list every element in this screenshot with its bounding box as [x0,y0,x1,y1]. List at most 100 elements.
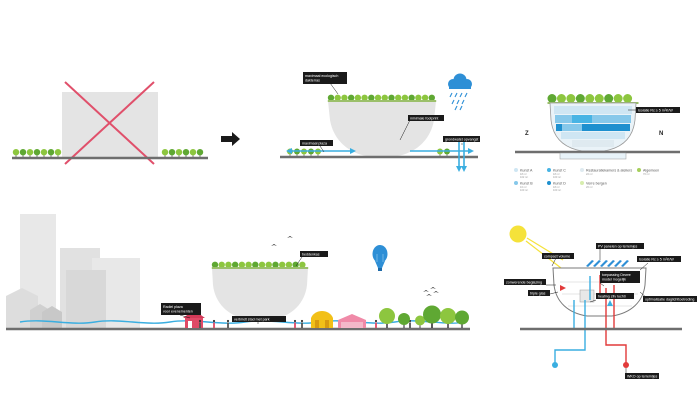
existing-block [62,92,158,158]
legend-swatch [514,168,518,172]
label-wko-text: WKO op terreintjes [627,375,658,379]
cross-stroke-2 [64,81,155,165]
roof-tree [252,261,259,268]
label-passive-solar: toepassing Dewre model mogelijk [599,271,640,287]
legend-sublabel: 26 m² [586,185,593,189]
label-line: dakterras [305,78,320,82]
label-max-eco-roof-text: maximaal ecologisch dakterras [305,74,339,82]
core-unit [579,289,595,303]
person-icon [293,319,297,328]
pv-panel [607,260,615,267]
zone-kunst-c [572,115,592,123]
roof-deck [211,267,309,269]
label-heating-cooling-text: heating zitv luchti [598,295,626,299]
roof-tree [388,94,395,102]
label-passive-solar-text: toepassing Dewre model mogelijk [602,273,632,281]
tree-row-right [161,149,204,157]
label-roof-garden: beddenkas [295,251,328,267]
tree-row-left [12,149,62,157]
tree [168,149,176,157]
tree [161,149,169,157]
people [198,319,412,328]
legend-label: Restauratiekamers & ateliers [586,168,632,172]
label-min-footprint: minimale footprint [399,115,444,141]
basement [559,152,627,160]
label-pv-panels: PV panelen op terreinjes [596,243,644,260]
roof-tree [408,94,415,102]
arrow-right-icon [468,148,474,154]
roof-tree [334,94,341,102]
roof-tree [604,94,614,103]
label-wko: WKO op terreintjes [625,368,659,379]
roof-tree [547,94,557,103]
legend-sublabel: 100 m² [520,188,528,192]
arrow-right-icon [350,148,356,154]
zone-kunst-b [555,115,631,123]
tree [19,149,27,157]
roof-tree [401,94,409,102]
tree [398,313,410,328]
person-icon [300,319,304,328]
roof-tree [368,94,375,102]
legend-sublabel: 22 m² [586,172,593,176]
tree [47,149,55,157]
person-icon [374,319,378,328]
hot-air-balloon-icon [372,245,388,271]
pv-panel [593,260,601,267]
legend-swatch [547,168,551,172]
label-triple-glass: triple glas [528,290,559,296]
legend-swatch [547,181,551,185]
tree [440,308,456,328]
legend-sublabel: 100 m² [553,188,561,192]
legend-label: Kunst C [553,168,566,172]
panel-bowl-concept: maximaal ecologisch dakterras maximaal p… [280,72,480,172]
tree [40,149,48,157]
bowl-building [328,101,436,156]
label-groundwater-text: grondwatet opvangst [445,138,478,142]
legend-swatch [580,168,584,172]
roof-tree [585,94,595,103]
roof-trees-city [211,261,309,269]
legend-label: Algemeen [643,168,659,172]
pv-panel [600,260,608,267]
zone-kunst-b-lower [562,124,582,131]
tree [315,148,321,156]
tree [182,149,190,157]
roof-tree [623,94,633,103]
tree [444,148,450,156]
label-connection-park: verbindt stad met park [232,316,286,324]
legend-sublabel: 100 m² [553,175,561,179]
label-insulation-energy-text: Isolatie Rc ≥ 5 m²K/W [639,258,674,262]
tree [301,148,307,156]
label-daylight-text: optimalisatie daglichttoetreding [645,298,694,302]
compass-south: Z [525,131,529,137]
roof-tree [299,261,306,268]
section-roof-trees [547,94,639,104]
legend-sublabel: 102 m² [520,175,528,179]
label-max-public-space: maximaal plaza [300,140,333,153]
roof-tree [327,94,335,102]
legend-sublabel: 16 m² [520,185,527,189]
roof-tree [354,94,362,102]
panel-existing-block [12,81,208,165]
zone-restauratie [561,132,625,139]
legend-label: Kunst A [520,168,533,172]
bowl-building-city [212,268,308,319]
roof-tree [272,261,279,268]
tree [33,149,41,157]
label-compact-volume: compact volume [542,253,574,267]
legend-sublabel: 18 m² [520,172,527,176]
legend-label: Kunst D [553,181,566,185]
tree [175,149,183,157]
roof-tree [575,94,585,103]
label-min-footprint-text: minimale footprint [410,117,438,121]
panel-program-section: Z N Isolatie Rc ≥ 5 m²K/W Kunst A18 m²10… [514,94,680,192]
legend-label: Kunst B [520,181,533,185]
